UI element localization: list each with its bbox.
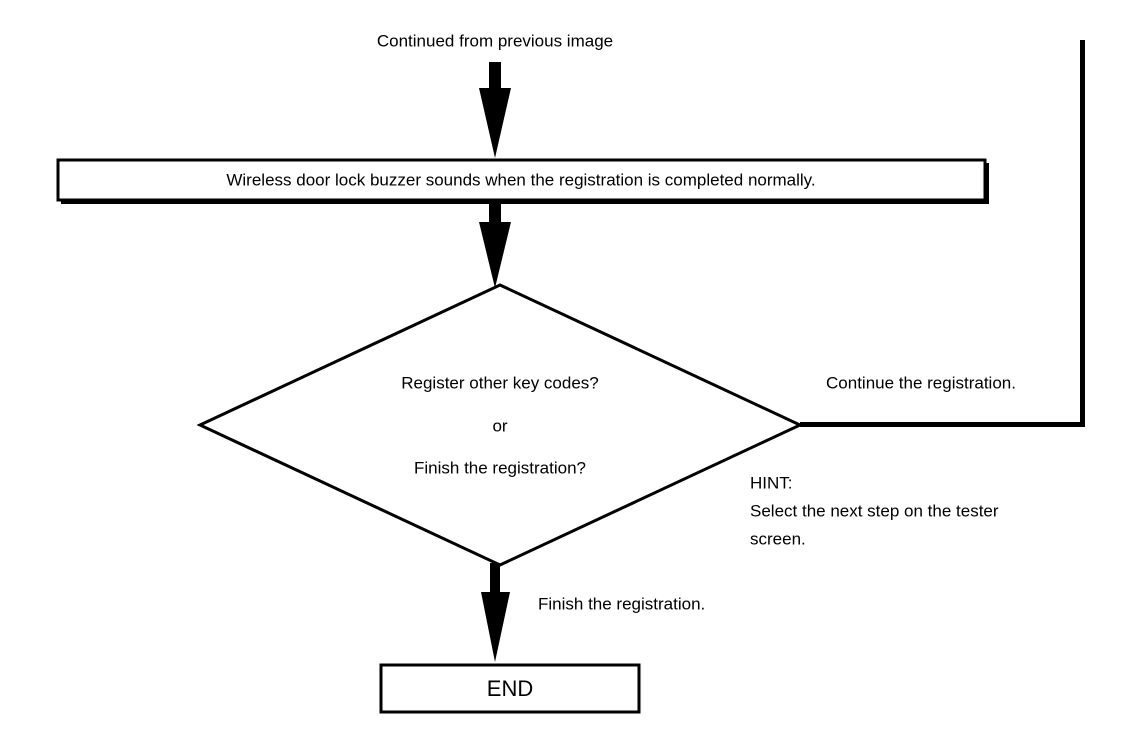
arrow-caption-to-process [479,62,511,158]
edge-label-continue: Continue the registration. [826,373,1016,392]
hint-title: HINT: [750,473,793,492]
arrow-decision-to-end: Finish the registration. [481,563,705,662]
decision-label-line1: Register other key codes? [401,373,599,392]
hint-block: HINT: Select the next step on the tester… [750,473,999,548]
decision-diamond: Register other key codes? or Finish the … [196,283,804,567]
continued-caption: Continued from previous image [377,31,613,50]
terminator-end-box: END [379,663,641,714]
decision-label-line2: or [492,416,507,435]
edge-continue-registration: Continue the registration. [800,40,1085,427]
decision-label-line3: Finish the registration? [414,458,586,477]
hint-line-1: Select the next step on the tester [750,501,999,520]
edge-label-finish: Finish the registration. [538,594,705,613]
process-box-buzzer: Wireless door lock buzzer sounds when th… [56,158,989,204]
arrow-process-to-decision [479,204,511,288]
hint-line-2: screen. [750,529,806,548]
terminator-end-label: END [487,676,533,701]
process-box-label: Wireless door lock buzzer sounds when th… [226,170,815,189]
